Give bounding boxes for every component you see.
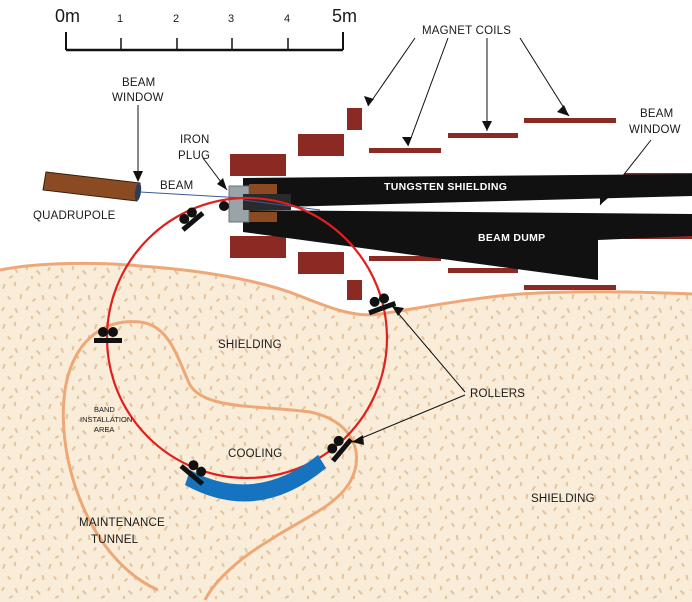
magnet-coils-lower	[230, 236, 616, 300]
label-beam-window-left-line2: WINDOW	[112, 92, 164, 104]
leader-arrowheads	[133, 96, 608, 445]
label-beam: BEAM	[160, 180, 193, 192]
scale-tick-label-3: 3	[228, 13, 234, 25]
label-tungsten-shielding: TUNGSTEN SHIELDING	[384, 181, 507, 193]
magnet-coils-upper	[230, 108, 616, 176]
roller-top-left	[179, 207, 205, 232]
quadrupole	[42, 171, 141, 202]
cooling-unit	[185, 455, 326, 502]
scale-end-label: 5m	[332, 6, 357, 26]
label-band-line2: INSTALLATION	[80, 415, 132, 424]
scale-tick-label-4: 4	[284, 13, 290, 25]
beam-window-right-coil-lower	[624, 236, 692, 239]
target-insert-lower	[249, 212, 277, 222]
label-maintenance-line2: TUNNEL	[91, 534, 139, 546]
label-beam-window-left-line1: BEAM	[122, 77, 155, 89]
roller-bottom-left	[179, 460, 207, 486]
label-cooling: COOLING	[228, 448, 282, 460]
roller-top-inner	[219, 201, 229, 211]
label-beam-window-right-line1: BEAM	[640, 108, 673, 120]
label-maintenance-line1: MAINTENANCE	[79, 517, 165, 529]
tungsten-shielding	[243, 174, 692, 208]
beam-line-2	[242, 199, 321, 211]
label-iron-plug-line1: IRON	[180, 134, 210, 146]
leader-lines	[137, 37, 652, 443]
label-band-line1: BAND	[94, 405, 115, 414]
label-beam-dump: BEAM DUMP	[478, 232, 545, 244]
quadrupole-end	[134, 183, 142, 201]
beam-dump	[243, 210, 692, 280]
roller-left	[94, 327, 122, 343]
label-shielding-right: SHIELDING	[531, 493, 595, 505]
label-quadrupole: QUADRUPOLE	[33, 210, 116, 222]
roller-right	[368, 293, 397, 316]
label-shielding-center: SHIELDING	[218, 339, 282, 351]
label-band-line3: AREA	[94, 425, 114, 434]
scale-start-label: 0m	[55, 6, 80, 26]
beam-line	[139, 191, 244, 199]
scale-tick-label-2: 2	[173, 13, 179, 25]
label-iron-plug-line2: PLUG	[178, 150, 210, 162]
maintenance-tunnel	[61, 320, 358, 601]
target-insert-upper	[249, 184, 277, 194]
label-magnet-coils: MAGNET COILS	[422, 25, 511, 37]
roller-bottom-right	[327, 435, 353, 463]
scale-tick-label-1: 1	[117, 13, 123, 25]
label-beam-window-right-line2: WINDOW	[629, 124, 681, 136]
label-rollers: ROLLERS	[470, 388, 525, 400]
scale-bar: 0m 1 2 3 4 5m	[55, 6, 357, 52]
